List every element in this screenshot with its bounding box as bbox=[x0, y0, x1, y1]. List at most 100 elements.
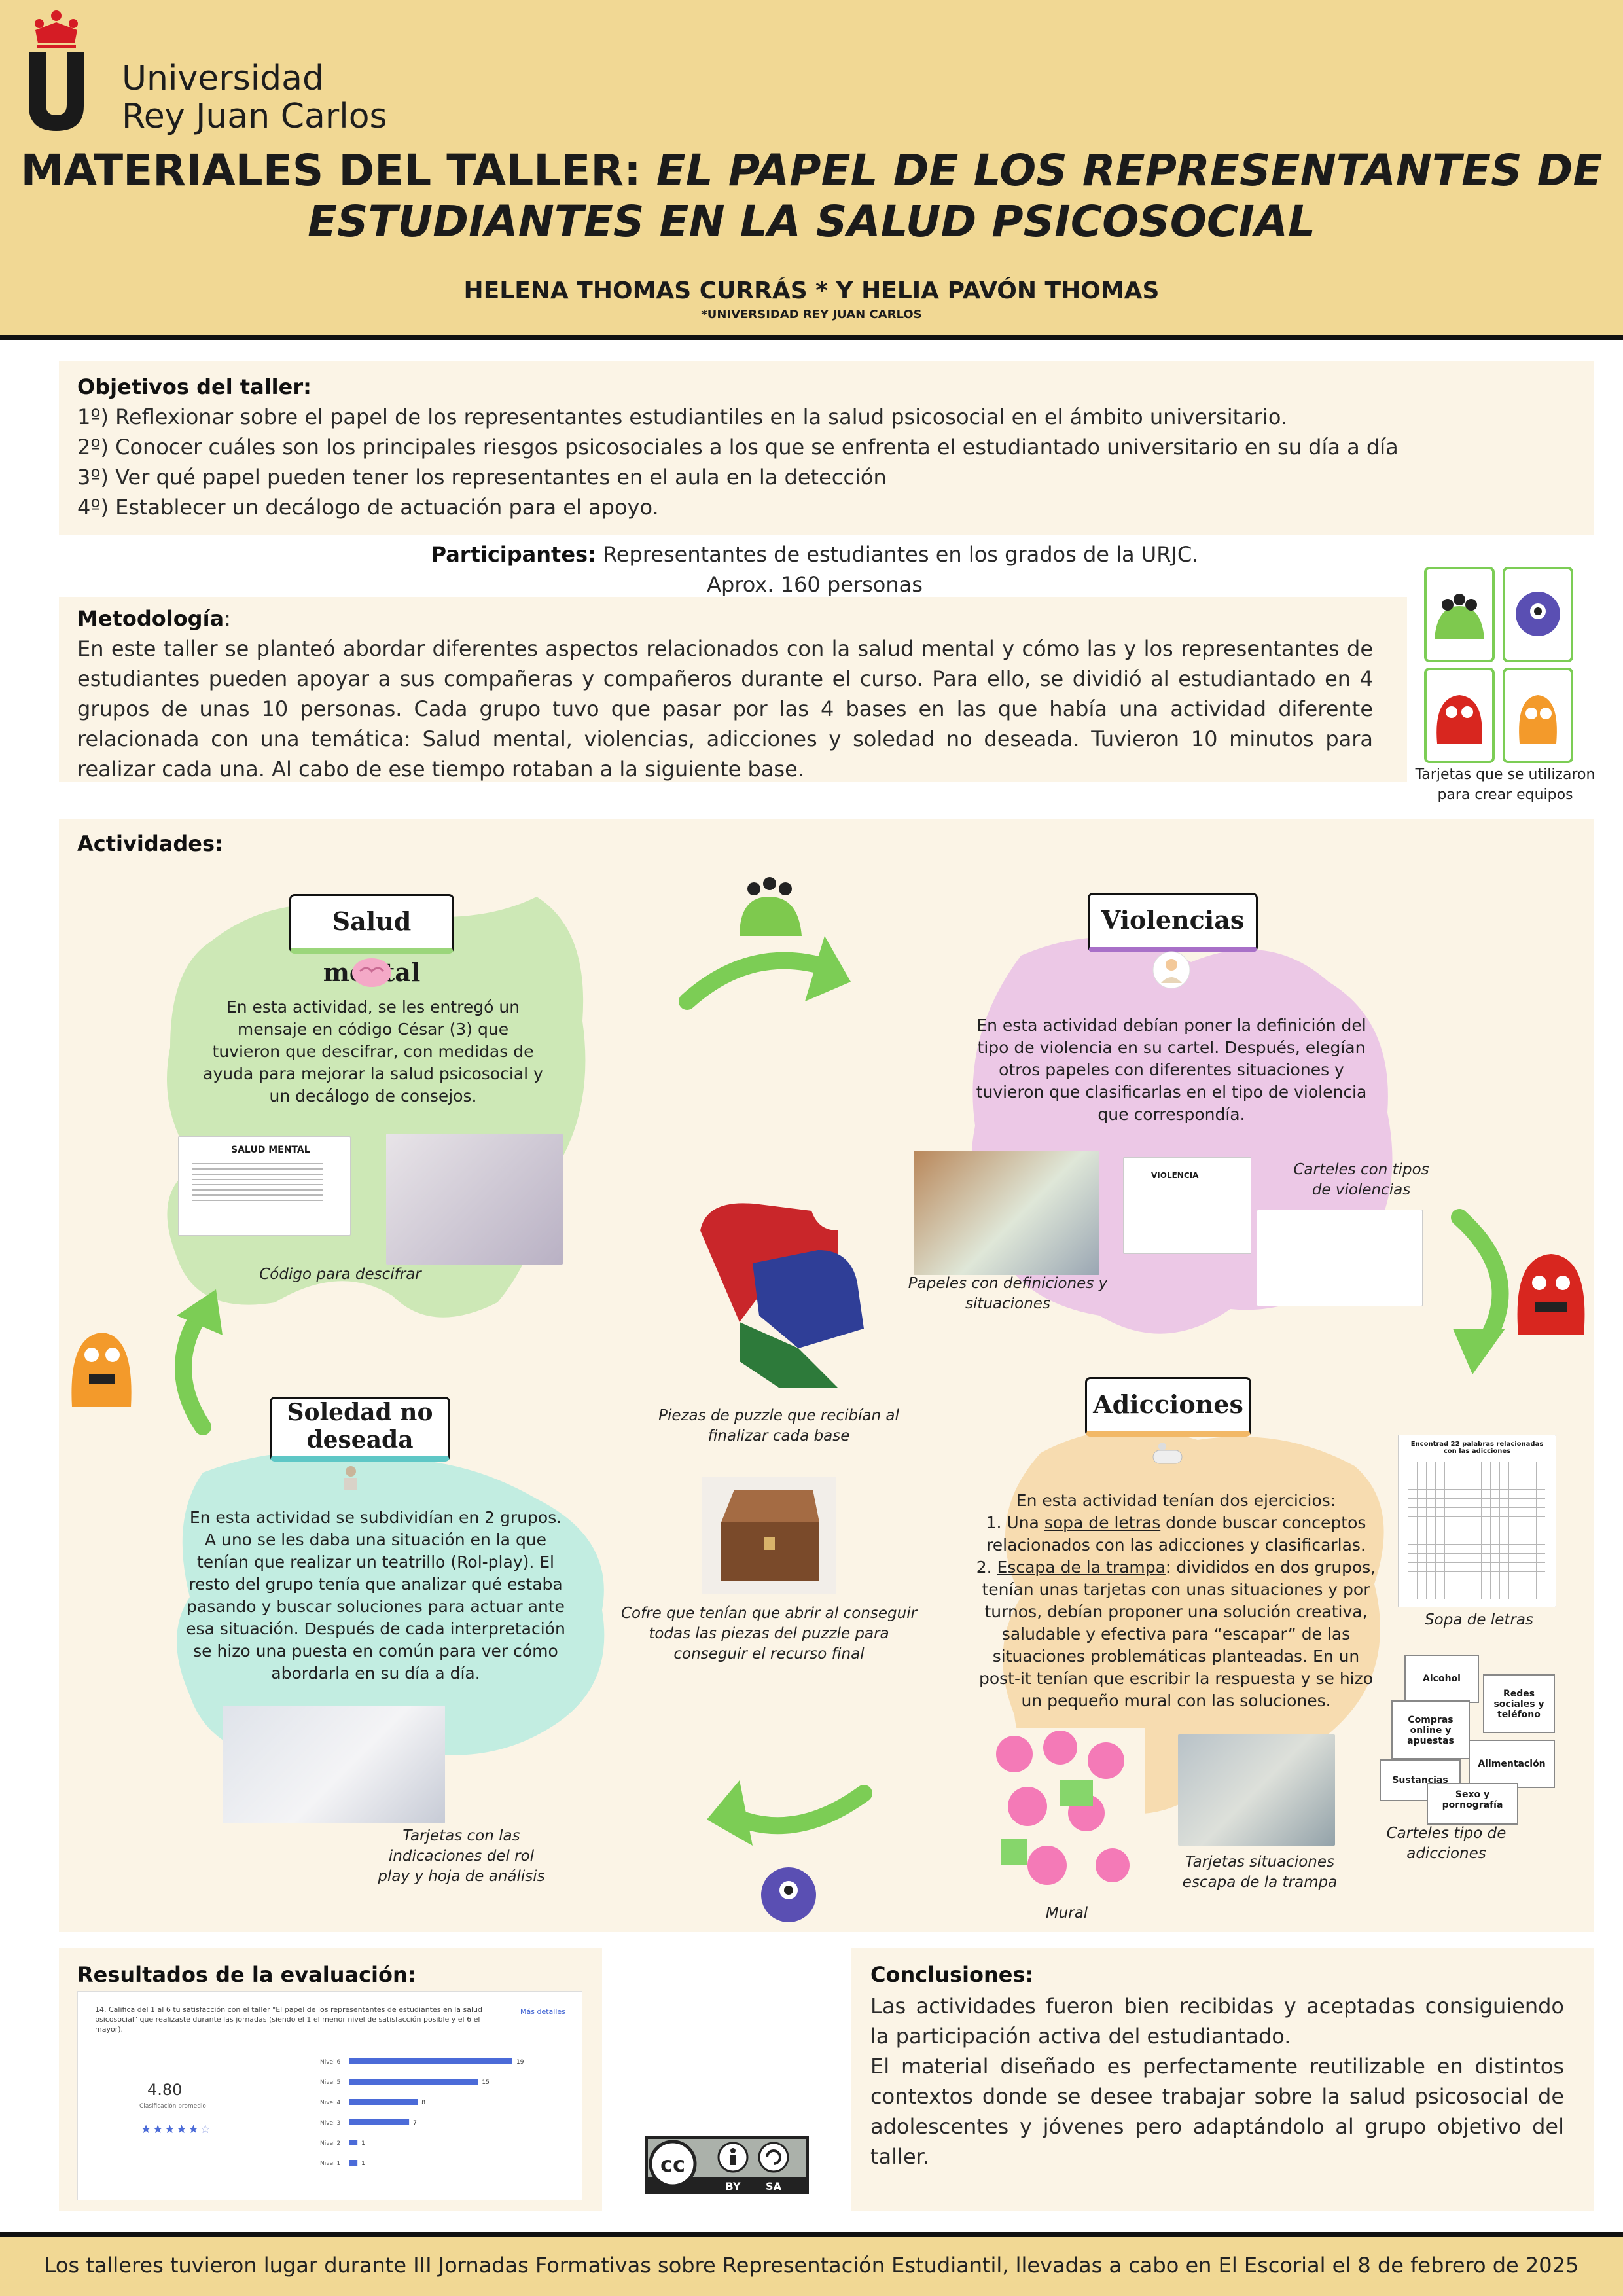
metodologia-heading-text: Metodología bbox=[77, 606, 224, 631]
team-cards-caption: Tarjetas que se utilizaron para crear eq… bbox=[1415, 766, 1596, 803]
sitting-person-icon bbox=[344, 1466, 357, 1490]
objetivo-item: 1º) Reflexionar sobre el papel de los re… bbox=[77, 404, 1288, 429]
survey-card: 14. Califica del 1 al 6 tu satisfacción … bbox=[77, 1991, 582, 2200]
arrow-left bbox=[175, 1300, 211, 1435]
actividades-heading: Actividades: bbox=[77, 831, 223, 856]
arrow-right bbox=[1451, 1209, 1509, 1350]
bar-value-label: 19 bbox=[516, 2059, 524, 2066]
metodologia-text: En este taller se planteó abordar difere… bbox=[77, 636, 1373, 781]
purple-monster-icon bbox=[761, 1867, 816, 1922]
conclusiones-text: Las actividades fueron bien recibidas y … bbox=[870, 1991, 1564, 2172]
cartel-item: Alimentación bbox=[1469, 1740, 1555, 1788]
salud-mental-caption: Código para descifrar bbox=[259, 1266, 421, 1283]
adicciones-ej2: 2. Escapa de la trampa: divididos en dos… bbox=[975, 1556, 1377, 1712]
salud-sheet-photo: SALUD MENTAL bbox=[178, 1136, 351, 1236]
objetivos-panel: Objetivos del taller: 1º) Reflexionar so… bbox=[59, 361, 1594, 535]
title-prefix: MATERIALES DEL TALLER: bbox=[20, 145, 656, 196]
bar bbox=[349, 2079, 478, 2085]
header-band bbox=[0, 0, 1623, 335]
person-icon bbox=[1152, 951, 1190, 989]
puzzle-pieces-photo bbox=[700, 1203, 864, 1388]
mural-photo bbox=[988, 1728, 1145, 1898]
arrow-right-head bbox=[1453, 1329, 1505, 1374]
soledad-label: Soledad no deseada bbox=[270, 1397, 450, 1462]
affiliation: *UNIVERSIDAD REY JUAN CARLOS bbox=[701, 308, 922, 321]
violencias-papers-photo bbox=[914, 1151, 1099, 1275]
cc-by-sa-license-icon: cc BY SA bbox=[645, 2136, 809, 2194]
adicciones-label: Adicciones bbox=[1085, 1377, 1251, 1437]
team-cards bbox=[1424, 567, 1588, 763]
objetivo-item: 3º) Ver qué papel pueden tener los repre… bbox=[77, 465, 887, 490]
salud-mental-text: En esta actividad, se les entregó un men… bbox=[203, 997, 543, 1105]
bar bbox=[349, 2099, 418, 2105]
average-label: Clasificación promedio bbox=[139, 2103, 206, 2109]
authors: HELENA THOMAS CURRÁS * Y HELIA PAVÓN THO… bbox=[463, 278, 1160, 304]
violencias-sheet-title: VIOLENCIA bbox=[1151, 1171, 1199, 1180]
violencias-papers-caption: Papeles con definiciones y situaciones bbox=[908, 1275, 1108, 1312]
objetivos-list: 1º) Reflexionar sobre el papel de los re… bbox=[77, 402, 1582, 522]
university-name-line2: Rey Juan Carlos bbox=[122, 97, 387, 136]
metodologia-heading: Metodología: bbox=[77, 603, 231, 634]
arrow-top-head bbox=[805, 936, 851, 1001]
soledad-caption: Tarjetas con las indicaciones del rol pl… bbox=[378, 1827, 545, 1885]
arrow-top bbox=[679, 952, 840, 1010]
sopa-title: Encontrad 22 palabras relacionadas con l… bbox=[1410, 1441, 1544, 1455]
tarjetas-escapa-photo bbox=[1178, 1734, 1335, 1846]
footer-text: Los talleres tuvieron lugar durante III … bbox=[44, 2253, 1579, 2278]
adicciones-text: En esta actividad tenían dos ejercicios:… bbox=[975, 1490, 1377, 1712]
bar-value-label: 15 bbox=[482, 2079, 489, 2086]
details-link[interactable]: Más detalles bbox=[520, 2007, 565, 2016]
bar bbox=[349, 2119, 410, 2125]
bar-category-label: Nivel 4 bbox=[320, 2100, 340, 2106]
soledad-cards-photo bbox=[223, 1706, 445, 1823]
poster-title: MATERIALES DEL TALLER: EL PAPEL DE LOS R… bbox=[0, 145, 1623, 247]
average-rating: 4.80 bbox=[147, 2081, 183, 2099]
violencias-label: Violencias bbox=[1088, 893, 1258, 952]
conclusiones-panel: Conclusiones: Las actividades fueron bie… bbox=[851, 1948, 1594, 2211]
soledad-text: En esta actividad se subdividían en 2 gr… bbox=[186, 1508, 565, 1683]
resultados-heading: Resultados de la evaluación: bbox=[77, 1962, 416, 1987]
university-logo-u bbox=[29, 52, 84, 131]
resultados-panel: Resultados de la evaluación: 14. Calific… bbox=[59, 1948, 602, 2211]
conclusion-p2: El material diseñado es perfectamente re… bbox=[870, 2054, 1564, 2169]
adicciones-intro: En esta actividad tenían dos ejercicios: bbox=[1016, 1491, 1336, 1510]
objetivo-item: 2º) Conocer cuáles son los principales r… bbox=[77, 435, 1399, 459]
puzzle-caption: Piezas de puzzle que recibían al finaliz… bbox=[658, 1407, 899, 1444]
ej2-rest: : divididos en dos grupos, tenían unas t… bbox=[978, 1558, 1376, 1710]
license-by: BY bbox=[726, 2180, 741, 2193]
salud-cards-photo bbox=[386, 1134, 563, 1265]
bar-category-label: Nivel 1 bbox=[320, 2161, 340, 2167]
license-sa: SA bbox=[766, 2180, 782, 2193]
ej2-prefix: 2. bbox=[976, 1558, 997, 1577]
bar bbox=[349, 2160, 358, 2166]
bar-category-label: Nivel 2 bbox=[320, 2140, 340, 2147]
cofre-caption: Cofre que tenían que abrir al conseguir … bbox=[620, 1605, 918, 1662]
arrow-bottom-head bbox=[707, 1780, 753, 1846]
bar-category-label: Nivel 6 bbox=[320, 2059, 340, 2066]
bar-value-label: 8 bbox=[421, 2100, 425, 2106]
footer-divider bbox=[0, 2232, 1623, 2237]
cartel-item: Compras online y apuestas bbox=[1391, 1700, 1470, 1759]
university-name-line1: Universidad bbox=[122, 59, 325, 98]
metodologia-panel: Metodología: En este taller se planteó a… bbox=[59, 597, 1407, 782]
cartel-item: Alcohol bbox=[1404, 1655, 1479, 1703]
adicciones-ej1: 1. Una sopa de letras donde buscar conce… bbox=[975, 1512, 1377, 1556]
brain-icon bbox=[352, 958, 391, 987]
header-divider bbox=[0, 335, 1623, 340]
participantes-label: Participantes: bbox=[431, 542, 596, 567]
bar bbox=[349, 2140, 358, 2145]
arrow-left-head bbox=[177, 1289, 223, 1335]
orange-monster-icon bbox=[71, 1333, 132, 1407]
tarjetas-escapa-caption: Tarjetas situaciones escapa de la trampa bbox=[1182, 1854, 1338, 1891]
conclusiones-heading: Conclusiones: bbox=[870, 1962, 1034, 1987]
title-italic-line1: EL PAPEL DE LOS REPRESENTANTES DE bbox=[656, 145, 1603, 196]
soledad-blob bbox=[177, 1452, 605, 1776]
ej1-prefix: 1. Una bbox=[986, 1513, 1044, 1532]
violencias-poster2-photo bbox=[1257, 1210, 1423, 1306]
participantes-text: Representantes de estudiantes en los gra… bbox=[596, 542, 1199, 567]
svg-text:cc: cc bbox=[660, 2152, 685, 2177]
red-monster-icon bbox=[1517, 1254, 1585, 1335]
footer-band bbox=[0, 2237, 1623, 2296]
monster-cards-icon bbox=[1424, 567, 1573, 763]
ej1-rest: donde buscar conceptos relacionados con … bbox=[986, 1513, 1366, 1554]
